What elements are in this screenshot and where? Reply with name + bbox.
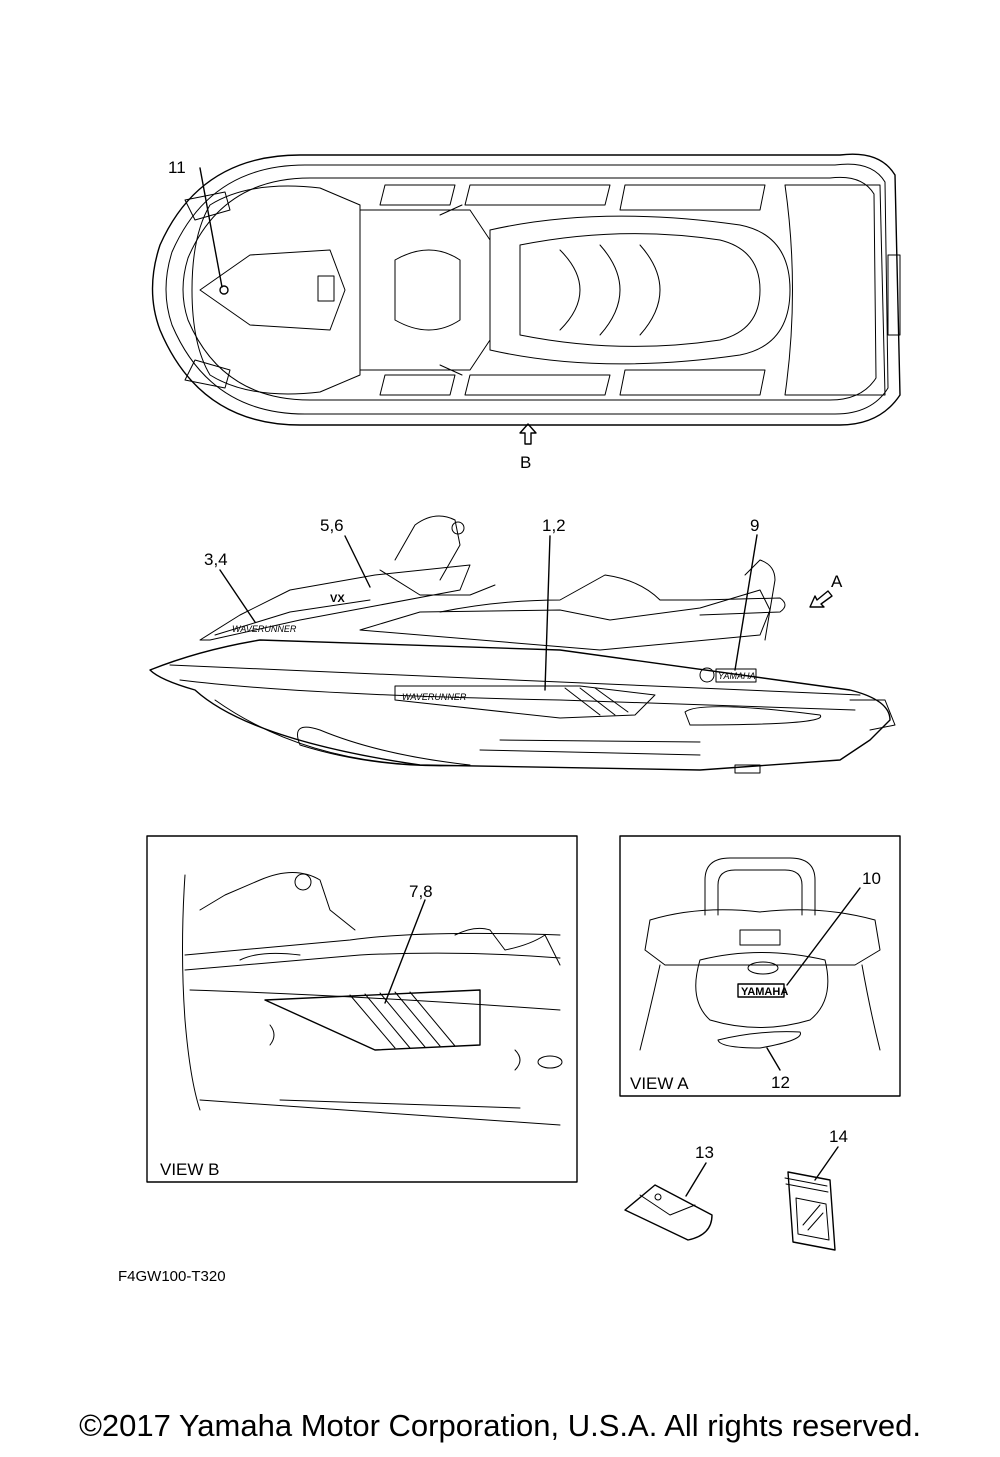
- yamaha-rear-decal: YAMAHA: [741, 986, 788, 998]
- catalog-code: F4GW100-T320: [118, 1268, 226, 1285]
- view-b-label: VIEW B: [160, 1160, 220, 1179]
- leader-line-34: [219, 569, 256, 623]
- vx-decal: VX: [330, 593, 345, 605]
- copyright-notice: ©2017 Yamaha Motor Corporation, U.S.A. A…: [79, 1408, 921, 1443]
- part-14-card: [784, 1171, 836, 1251]
- view-a-illustration: YAMAHA: [639, 857, 881, 1051]
- leader-line-11: [199, 167, 223, 288]
- side-view-watercraft: WAVERUNNER VX WAVERUNNER YAMAHA: [149, 515, 896, 774]
- callout-11: 11: [168, 158, 186, 177]
- bow-decal-text: WAVERUNNER: [232, 624, 297, 634]
- callout-7-8: 7,8: [409, 882, 433, 901]
- callout-9: 9: [750, 516, 759, 535]
- callout-12: 12: [771, 1073, 790, 1092]
- leader-line-10: [786, 887, 861, 986]
- leader-line-12a: [544, 535, 551, 691]
- view-b-frame: [146, 835, 578, 1183]
- bow-decal-dot: [219, 285, 229, 295]
- callout-10: 10: [862, 869, 881, 888]
- part-13-pouch: [624, 1184, 713, 1241]
- leader-line-12: [766, 1047, 781, 1071]
- leader-line-13: [685, 1162, 707, 1197]
- arrow-b-label: B: [520, 453, 531, 472]
- callout-14: 14: [829, 1127, 848, 1146]
- callout-3-4: 3,4: [204, 550, 228, 569]
- leader-line-56: [344, 535, 371, 588]
- view-a-frame: [619, 835, 901, 1097]
- yamaha-side-decal: YAMAHA: [718, 671, 756, 681]
- callout-1-2: 1,2: [542, 516, 566, 535]
- view-b-illustration: [182, 872, 563, 1126]
- callout-5-6: 5,6: [320, 516, 344, 535]
- view-a-label: VIEW A: [630, 1074, 689, 1093]
- arrow-a-label: A: [831, 572, 843, 591]
- leader-line-14: [814, 1146, 839, 1181]
- callout-13: 13: [695, 1143, 714, 1162]
- waverunner-decal: WAVERUNNER: [402, 692, 467, 702]
- leader-line-9: [734, 534, 758, 671]
- top-view-watercraft: [151, 153, 901, 426]
- yamaha-rear-decal-frame: [737, 983, 785, 998]
- leader-line-78: [384, 899, 426, 1004]
- view-b-arrow-icon: [519, 423, 537, 445]
- view-a-arrow-icon: [809, 590, 833, 608]
